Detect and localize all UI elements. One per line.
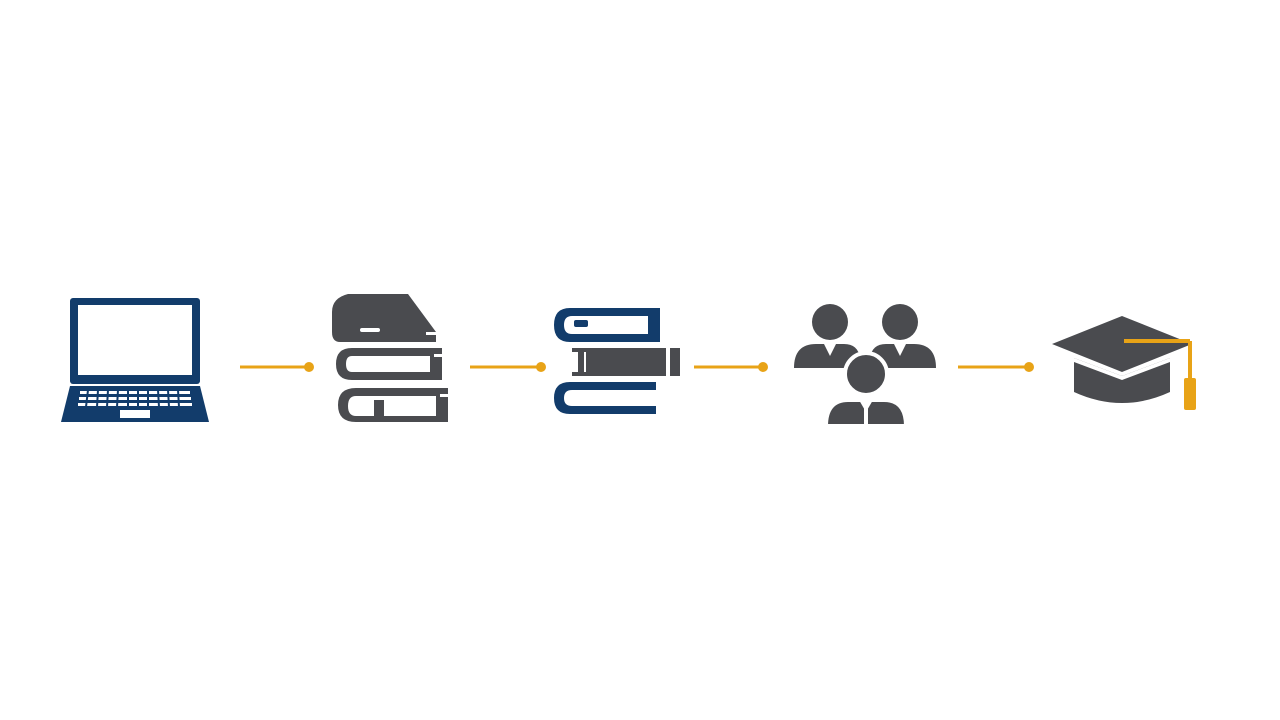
step-book-stack [330, 290, 455, 426]
connector-4 [956, 360, 1038, 374]
graduation-cap-icon [1052, 316, 1196, 410]
books-icon [554, 308, 680, 414]
step-graduation [1050, 314, 1202, 414]
book-stack-icon [332, 294, 450, 422]
connector-2 [468, 360, 550, 374]
step-group [790, 300, 940, 428]
connector-1 [238, 360, 318, 374]
group-icon [794, 304, 936, 428]
laptop-icon [61, 298, 209, 422]
connector-3 [692, 360, 772, 374]
step-laptop [60, 296, 210, 428]
step-books [552, 306, 684, 416]
